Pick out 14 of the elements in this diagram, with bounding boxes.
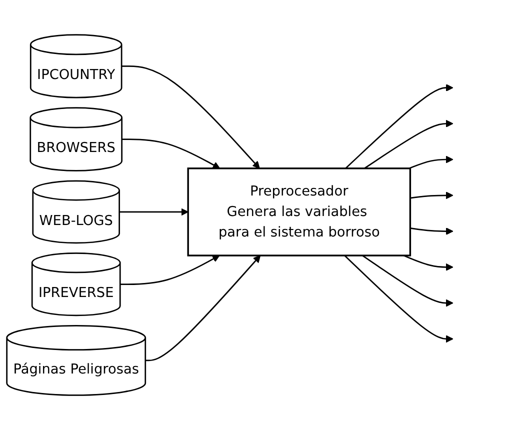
arrow [120, 255, 220, 285]
arrow [122, 66, 260, 169]
node-box: Preprocesador Genera las variables para el sistema borroso [187, 168, 412, 256]
arrow [119, 208, 188, 216]
arrow [145, 255, 261, 362]
arrow [345, 84, 454, 169]
arrow [403, 254, 454, 271]
arrow [408, 156, 454, 169]
arrow [362, 254, 454, 307]
arrow [410, 227, 454, 236]
arrow [364, 120, 454, 169]
arrow [344, 255, 454, 343]
arrow [410, 192, 454, 200]
arrow [122, 138, 220, 169]
